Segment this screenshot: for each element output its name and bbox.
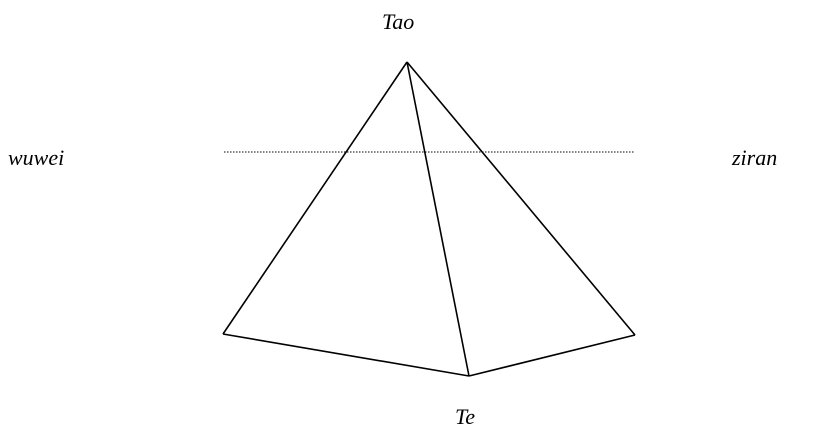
edge-base-right [468,334,636,377]
edge-apex-left [222,61,408,335]
label-tao: Tao [382,9,415,34]
edge-apex-front [406,61,470,377]
edge-apex-right [406,61,636,336]
label-wuwei: wuwei [8,145,65,170]
label-ziran: ziran [732,145,778,170]
edge-base-left [222,333,470,377]
label-te: Te [455,404,475,429]
